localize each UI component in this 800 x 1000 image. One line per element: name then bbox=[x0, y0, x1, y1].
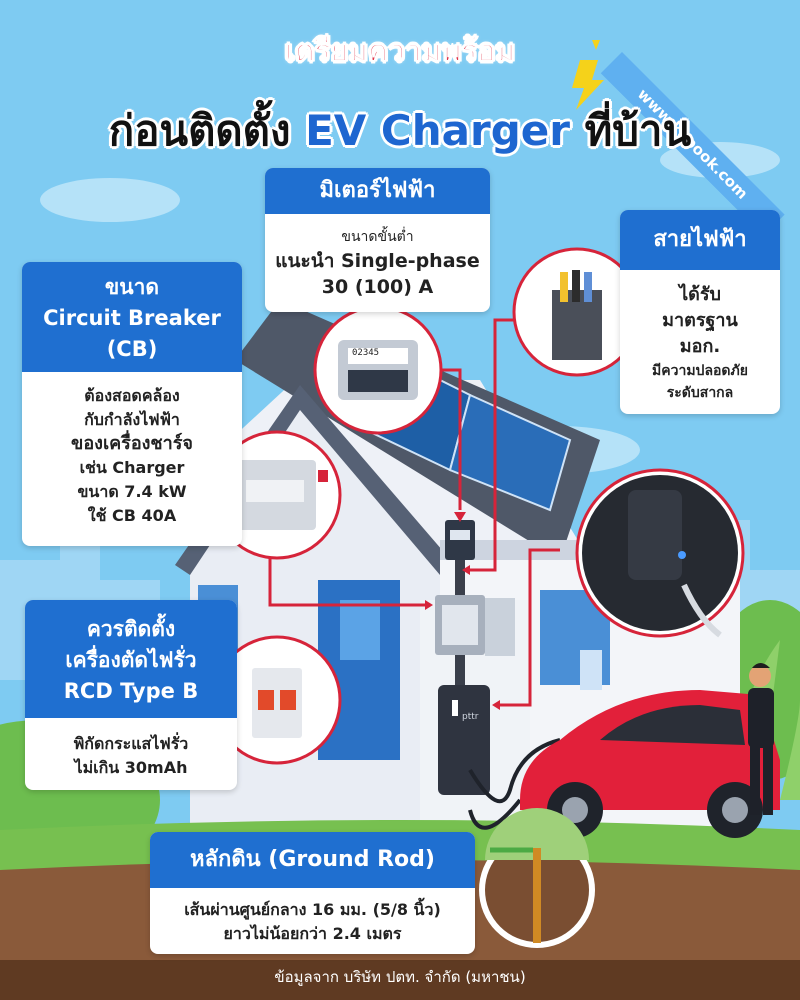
charger-callout bbox=[575, 468, 745, 638]
wire-line1: ได้รับ bbox=[679, 284, 721, 305]
meter-card: มิเตอร์ไฟฟ้า ขนาดขั้นต่ำ แนะนำ Single-ph… bbox=[265, 168, 490, 312]
wire-line3: มอก. bbox=[679, 336, 721, 357]
breaker-card: ขนาด Circuit Breaker (CB) ต้องสอดคล้อง ก… bbox=[22, 262, 242, 546]
ground-line2: ยาวไม่น้อยกว่า 2.4 เมตร bbox=[223, 924, 402, 943]
ground-line1: เส้นผ่านศูนย์กลาง 16 มม. (5/8 นิ้ว) bbox=[184, 900, 441, 919]
breaker-heading2: Circuit Breaker bbox=[43, 306, 221, 330]
rcd-card: ควรติดตั้ง เครื่องตัดไฟรั่ว RCD Type B พ… bbox=[25, 600, 237, 790]
ev-car bbox=[520, 690, 780, 838]
title-part1: ก่อนติดตั้ง bbox=[108, 106, 291, 155]
breaker-heading1: ขนาด bbox=[104, 275, 160, 299]
meter-display: 02345 bbox=[352, 348, 380, 358]
wire-card: สายไฟฟ้า ได้รับ มาตรฐาน มอก. มีความปลอดภ… bbox=[620, 210, 780, 414]
wire-line4: มีความปลอดภัย bbox=[652, 363, 748, 379]
rcd-line1: พิกัดกระแสไฟรั่ว bbox=[73, 734, 189, 753]
breaker-line5: ขนาด 7.4 kW bbox=[77, 482, 187, 501]
rcd-heading1: ควรติดตั้ง bbox=[86, 617, 176, 641]
rcd-line2: ไม่เกิน 30mAh bbox=[74, 758, 188, 777]
ground-heading: หลักดิน (Ground Rod) bbox=[150, 832, 475, 888]
meter-heading: มิเตอร์ไฟฟ้า bbox=[265, 168, 490, 214]
breaker-line4: เช่น Charger bbox=[79, 458, 185, 477]
ground-rod bbox=[479, 808, 595, 948]
title-part2: EV Charger bbox=[305, 106, 570, 155]
title-line1: เตรียมความพร้อม bbox=[284, 34, 516, 70]
title-line2: ก่อนติดตั้ง EV Charger ที่บ้าน bbox=[0, 98, 800, 164]
breaker-line1: ต้องสอดคล้อง bbox=[84, 386, 180, 405]
breaker-line3: ของเครื่องชาร์จ bbox=[71, 433, 193, 454]
breaker-heading3: (CB) bbox=[106, 337, 158, 361]
source-strip bbox=[0, 960, 800, 1000]
meter-line3: 30 (100) A bbox=[321, 276, 434, 298]
wire-callout bbox=[512, 247, 642, 377]
lightning-icon bbox=[572, 60, 604, 110]
meter-line2: แนะนำ Single-phase bbox=[275, 250, 480, 272]
breaker-line6: ใช้ CB 40A bbox=[87, 506, 177, 525]
charger-brand: pttr bbox=[462, 712, 479, 722]
rcd-heading2: เครื่องตัดไฟรั่ว bbox=[65, 648, 197, 672]
meter-line1: ขนาดขั้นต่ำ bbox=[341, 229, 414, 245]
breaker-callout bbox=[212, 430, 342, 560]
source-credit: ข้อมูลจาก บริษัท ปตท. จำกัด (มหาชน) bbox=[274, 968, 526, 986]
person bbox=[748, 663, 774, 815]
wire-line5: ระดับสากล bbox=[666, 385, 734, 401]
connector-arrows bbox=[425, 512, 500, 710]
meter-callout bbox=[313, 305, 443, 435]
ground-card: หลักดิน (Ground Rod) เส้นผ่านศูนย์กลาง 1… bbox=[150, 832, 475, 954]
breaker-line2: กับกำลังไฟฟ้า bbox=[84, 410, 180, 429]
wall-equipment bbox=[435, 520, 561, 830]
rcd-heading3: RCD Type B bbox=[63, 679, 199, 703]
title-part3: ที่บ้าน bbox=[584, 106, 692, 155]
wire-heading: สายไฟฟ้า bbox=[620, 210, 780, 270]
wire-line2: มาตรฐาน bbox=[662, 310, 738, 331]
